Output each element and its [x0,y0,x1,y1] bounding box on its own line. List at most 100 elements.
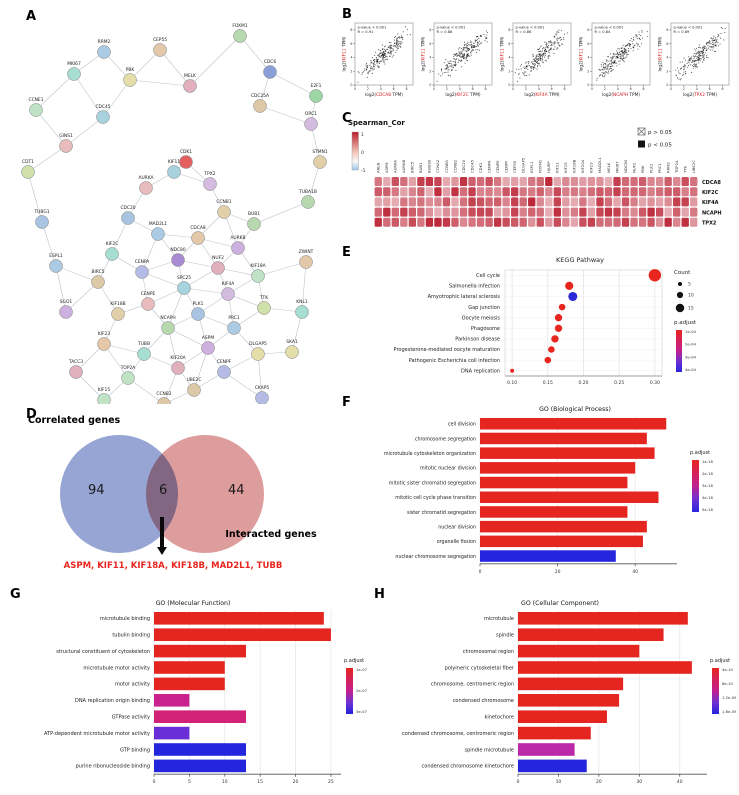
network-node-label: KIF11 [168,159,180,165]
heatmap-cell [400,217,408,227]
heatmap-cell [502,217,510,227]
heatmap-cell [442,207,451,217]
svg-text:4: 4 [350,56,352,60]
network-edge [193,347,209,391]
bar-category-label: mitotic cell cycle phase transition [395,495,476,501]
svg-text:6: 6 [472,87,474,91]
svg-text:2: 2 [446,87,448,91]
network-edge [239,35,271,73]
heatmap-cell [374,187,382,197]
network-node-label: ORC1 [305,111,317,117]
heatmap-cell [476,187,485,197]
heatmap-column-label: ESPL1 [529,161,534,173]
network-edge [35,73,75,111]
heatmap-cell [536,197,544,207]
network-node: DLGAP5 [249,341,267,361]
heatmap-cell [476,207,485,217]
heatmap-cell [485,187,493,197]
network-node: KIF15 [97,387,111,404]
heatmap-column-label: CDK1 [478,162,483,173]
network-node: GINS1 [59,133,73,153]
network-node-label: CENPE [141,291,156,297]
heatmap-cell [425,207,434,217]
heatmap-cell [408,197,417,207]
svg-text:2: 2 [683,87,685,91]
go-bar [480,550,616,562]
network-node: CDK1 [179,149,193,169]
network-node: KIF11 [167,159,181,179]
heatmap-column-label: BUB1B [427,160,432,173]
heatmap-cell [596,187,604,197]
venn-left-label: Correlated genes [28,415,121,426]
heatmap-cell [400,207,408,217]
network-node: MELK [183,73,197,93]
dotplot-category-label: Oocyte meiosis [462,315,501,321]
svg-text:2: 2 [666,69,668,73]
network-node: TUBG1 [33,209,50,229]
svg-text:2e-18: 2e-18 [702,471,714,476]
svg-text:20: 20 [555,569,561,575]
network-node-label: TUBG1 [33,209,49,215]
y-axis-label: log2(KIF11 TPM) [579,36,585,71]
heatmap-column-label: CEP55 [512,160,517,173]
bar-category-label: purine ribonucleoside binding [76,764,150,770]
heatmap-cell [690,197,698,207]
go-bar [518,677,624,691]
heatmap-cell [400,187,408,197]
heatmap-column-label: CENPE [495,160,500,173]
heatmap-cell [587,197,596,207]
network-node: SPC25 [177,275,191,295]
network-node: TTK [257,295,271,315]
go-bar [154,644,246,658]
network-node: TUBA1B [298,189,317,209]
svg-text:6: 6 [630,87,632,91]
network-edge [103,343,129,379]
padjust-legend-title: p.adjust [344,658,364,664]
heatmap-cell [690,207,698,217]
panel-label-h: H [374,587,385,602]
kegg-dot [551,335,559,343]
legend-p-lt: p < 0.05 [648,143,672,149]
network-node: PBK [123,67,137,87]
network-node: ORC1 [304,111,318,131]
heatmap-cell [485,207,493,217]
heatmap-cell [434,207,442,217]
bar-category-label: microtubule [484,616,514,622]
network-edge [141,271,185,289]
network-node-label: CDCA8 [190,225,206,231]
network-node-label: KIF2C [106,241,119,247]
svg-text:2e-04: 2e-04 [685,342,697,347]
network-node-label: TUBB [137,341,150,347]
network-edge [269,71,317,97]
bar-category-label: spindle [496,633,514,639]
network-edge [189,35,241,87]
network-node: AURKB [230,235,246,255]
network-node-label: CCNE1 [29,97,44,103]
svg-text:0: 0 [587,83,589,87]
network-node: CCNE1 [29,97,44,117]
network-node: ZWINT [299,249,314,269]
network-node-label: RRM2 [98,39,111,45]
svg-text:4: 4 [666,56,668,60]
heatmap-cell [664,217,672,227]
heatmap-cell [425,197,434,207]
svg-text:8: 8 [508,28,510,32]
heatmap-cell [596,177,604,186]
kegg-dot [648,269,662,282]
heatmap-cell [476,197,485,207]
heatmap-cell [536,177,544,186]
x-axis-label: log2(KIF2C TPM) [445,92,481,98]
bar-category-label: ATP-dependent microtubule motor activity [44,731,150,737]
bar-category-label: structural constituent of cytoskeleton [56,649,150,655]
bar-category-label: organelle fission [437,539,476,545]
heatmap-column-label: CDC45 [469,159,474,173]
network-node-label: KIF23 [98,331,110,337]
heatmap-cell [562,187,570,197]
network-edge [41,221,57,267]
svg-text:2: 2 [367,87,369,91]
heatmap-cell [528,207,536,217]
network-edge [167,287,185,329]
